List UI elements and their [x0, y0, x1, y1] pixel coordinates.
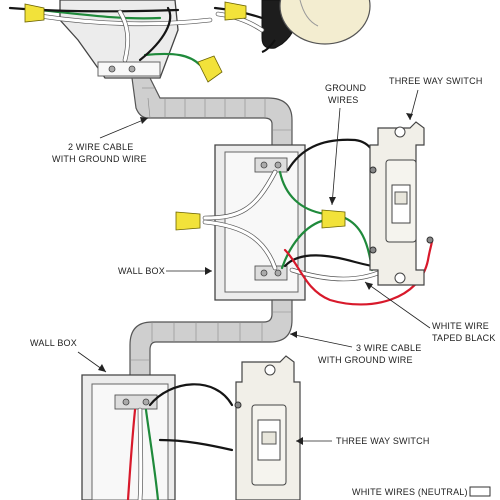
- label-text: TAPED BLACK: [432, 333, 496, 343]
- label-three-wire-cable: 3 WIRE CABLE WITH GROUND WIRE: [289, 331, 421, 365]
- ceiling-box-wires: [8, 6, 265, 67]
- label-text: THREE WAY SWITCH: [336, 436, 430, 446]
- label-text: WITH GROUND WIRE: [318, 355, 413, 365]
- label-three-way-switch-top: THREE WAY SWITCH: [389, 76, 483, 121]
- label-text: WALL BOX: [118, 266, 165, 276]
- wire-nut-icon: [24, 1, 247, 83]
- two-wire-cable-conduit: [131, 77, 293, 151]
- legend-white-neutral: WHITE WIRES (NEUTRAL): [352, 486, 491, 497]
- label-wall-box-bottom: WALL BOX: [30, 338, 107, 373]
- wire-nut-icon: [175, 209, 346, 231]
- legend-swatch: [469, 486, 491, 497]
- label-text: WALL BOX: [30, 338, 77, 348]
- label-text: WIRES: [328, 95, 359, 105]
- label-text: THREE WAY SWITCH: [389, 76, 483, 86]
- label-three-way-switch-bottom: THREE WAY SWITCH: [296, 436, 430, 446]
- label-text: GROUND: [325, 83, 366, 93]
- bottom-box-wires: [126, 383, 234, 500]
- light-bulb-icon: [261, 0, 371, 53]
- label-text: WITH GROUND WIRE: [52, 154, 147, 164]
- legend-label: WHITE WIRES (NEUTRAL): [352, 487, 468, 497]
- label-two-wire-cable: 2 WIRE CABLE WITH GROUND WIRE: [52, 117, 149, 164]
- wall-box-middle: [214, 144, 306, 301]
- label-text: WHITE WIRE: [432, 321, 489, 331]
- label-white-wire-taped: WHITE WIRE TAPED BLACK: [364, 281, 496, 343]
- wall-box-bottom: [81, 374, 176, 500]
- switch-icon: [234, 355, 301, 500]
- label-text: 2 WIRE CABLE: [68, 142, 133, 152]
- label-text: 3 WIRE CABLE: [356, 343, 421, 353]
- switch-icon: [369, 121, 434, 286]
- label-ground-wires: GROUND WIRES: [325, 83, 366, 206]
- label-wall-box-middle: WALL BOX: [118, 266, 212, 276]
- middle-box-wires: [202, 138, 434, 306]
